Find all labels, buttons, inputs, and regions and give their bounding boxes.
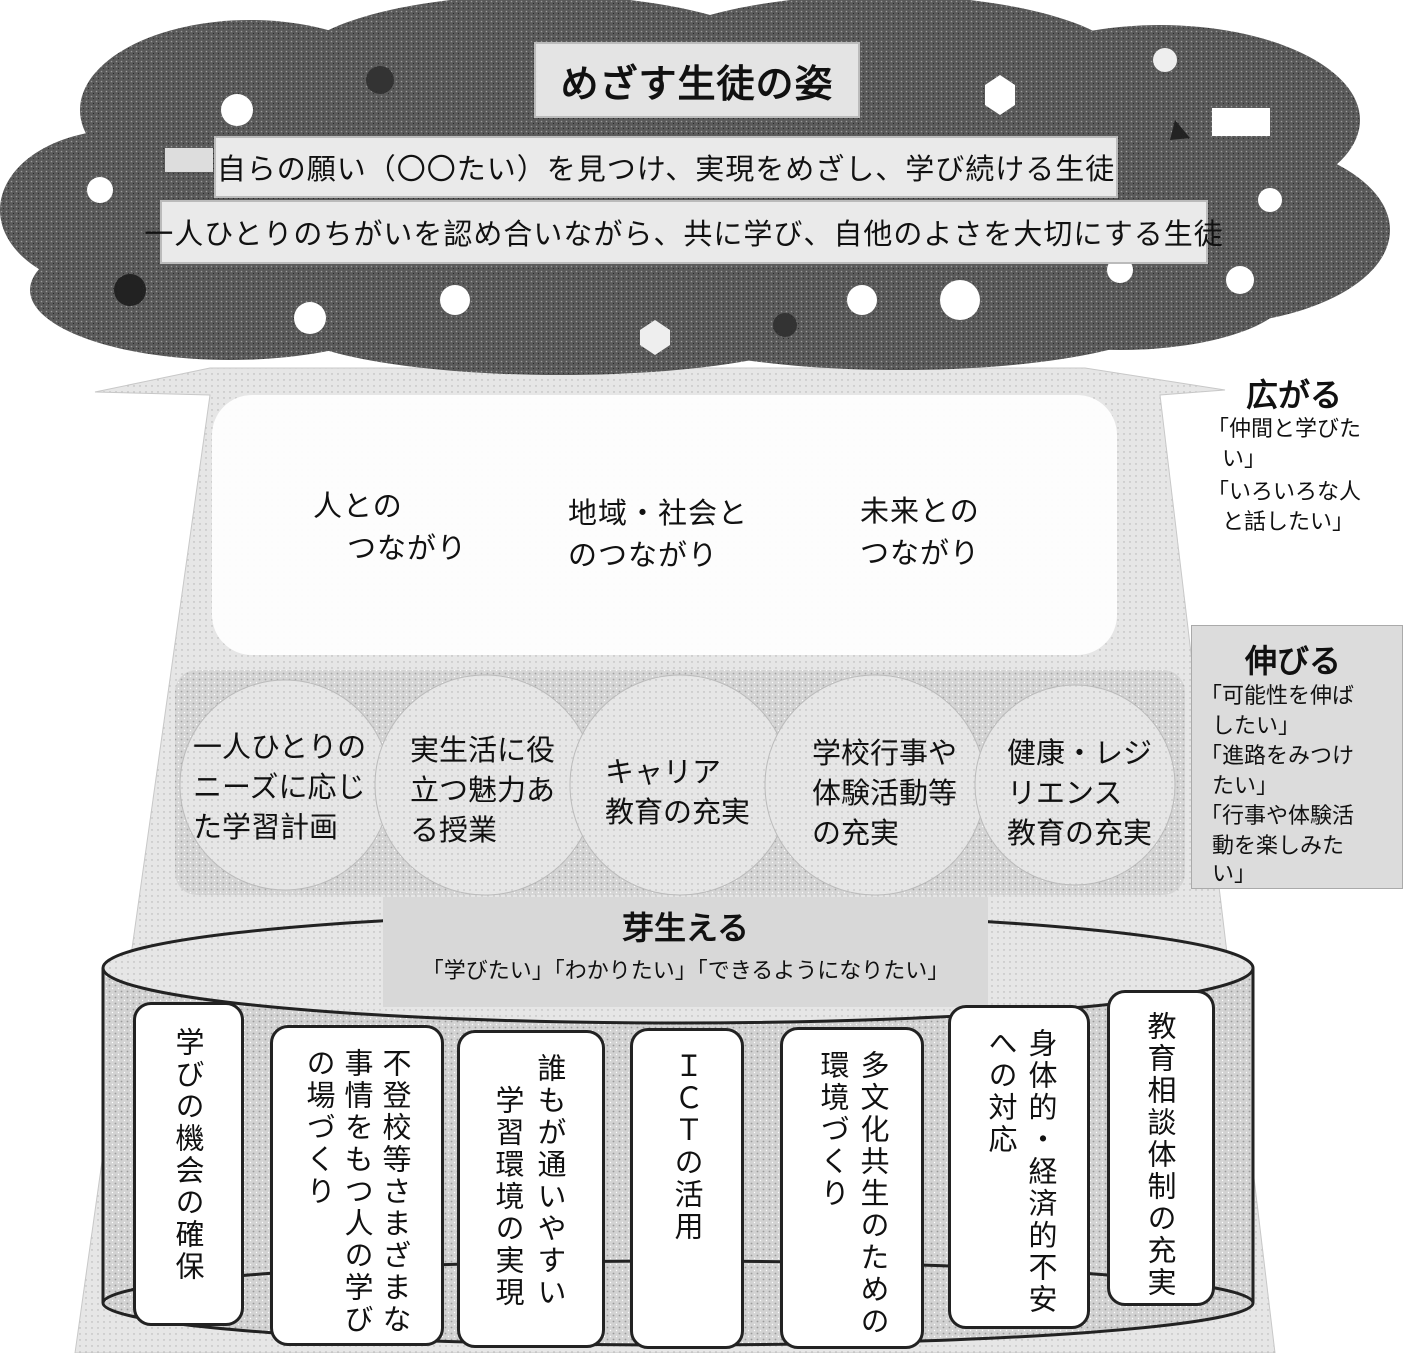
pillar-counseling-system: 教育相談体制の充実 — [1107, 990, 1215, 1306]
pillar-multicultural-environment: 多文化共生のための 環境づくり — [780, 1027, 924, 1349]
goal-title: めざす生徒の姿 — [534, 42, 860, 118]
goal-statement-1: 自らの願い（〇〇たい）を見つけ、実現をめざし、学び続ける生徒 — [214, 136, 1118, 198]
mebaeru-heading: 芽生える — [621, 909, 750, 947]
nobiru-line: 「可能性を伸ば — [1200, 684, 1355, 709]
hirogaru-line: 「仲間と学びた — [1207, 417, 1362, 442]
connection-community: 地域・社会と のつながり — [568, 496, 749, 572]
pillar-truancy-support: 不登校等さまざまな 事情をもつ人の学び の場づくり — [270, 1025, 444, 1346]
activity-circles — [179, 674, 1176, 896]
connection-people: 人との つながり — [313, 489, 468, 565]
nobiru-heading: 伸びる — [1245, 642, 1342, 680]
circle-career-education: キャリア 教育の充実 — [605, 755, 751, 829]
nobiru-line: 動を楽しみた — [1212, 834, 1345, 859]
circle-school-events: 学校行事や 体験活動等 の充実 — [812, 736, 958, 850]
hirogaru-heading: 広がる — [1246, 376, 1343, 414]
goal-statement-2: 一人ひとりのちがいを認め合いながら、共に学び、自他のよさを大切にする生徒 — [144, 200, 1223, 264]
nobiru-panel — [1191, 625, 1403, 889]
connections-panel — [212, 395, 1117, 655]
hirogaru-line: 「いろいろな人 — [1207, 480, 1362, 505]
mebaeru-panel: 芽生える 「学びたい」「わかりたい」「できるようになりたい」 — [383, 897, 988, 1007]
pillar-physical-economic-support: 身体的・経済的不安 への対応 — [948, 1005, 1090, 1329]
nobiru-line: 「行事や体験活 — [1200, 804, 1355, 829]
nobiru-line: い」 — [1212, 862, 1257, 887]
pillar-learning-opportunities: 学びの機会の確保 — [133, 1002, 244, 1326]
circle-resilience-education: 健康・レジ リエンス 教育の充実 — [1007, 736, 1153, 850]
nobiru-line: したい」 — [1212, 714, 1301, 739]
nobiru-line: たい」 — [1212, 774, 1279, 799]
mebaeru-subtitle: 「学びたい」「わかりたい」「できるようになりたい」 — [421, 959, 950, 984]
circle-individual-plans: 一人ひとりの ニーズに応じ た学習計画 — [193, 730, 367, 844]
nobiru-line: 「進路をみつけ — [1200, 744, 1355, 769]
connection-future: 未来との つながり — [860, 494, 981, 570]
pillar-ict-utilization: ＩＣＴの活用 — [630, 1028, 744, 1349]
hirogaru-line: い」 — [1222, 447, 1267, 472]
pillar-accessible-environment: 誰もが通いやすい 学習環境の実現 — [457, 1030, 605, 1348]
hirogaru-line: と話したい」 — [1222, 510, 1355, 535]
circle-attractive-lessons: 実生活に役 立つ魅力あ る授業 — [410, 733, 556, 847]
